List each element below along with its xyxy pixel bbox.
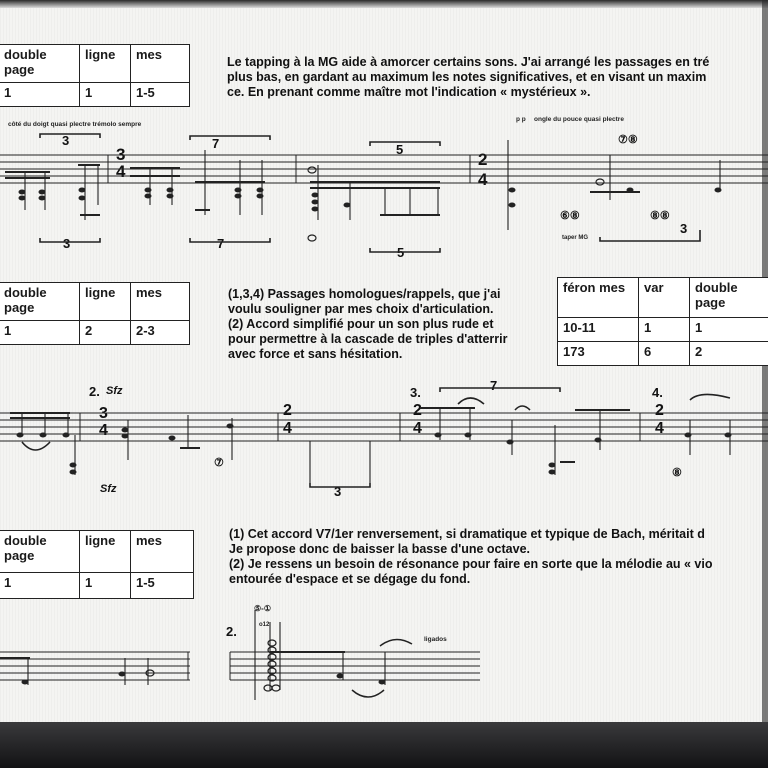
table-header-cell: ligne — [79, 44, 131, 83]
score-annotation-right: ongle du pouce quasi plectre — [534, 116, 624, 123]
table-cell: 6 — [638, 341, 690, 366]
table-cell: 2 — [79, 320, 131, 345]
table-cell: 1 — [0, 320, 80, 345]
sfz-dynamic-low: Sfz — [100, 483, 117, 495]
string-number: ⑧ — [672, 467, 682, 479]
pp-dynamic: p p — [516, 116, 526, 123]
table-cell: 1 — [0, 82, 80, 107]
monitor-bezel-bottom — [0, 722, 768, 768]
tuplet-number: 3 — [63, 236, 71, 251]
commentary-paragraph-3: (1) Cet accord V7/1er renversement, si d… — [229, 527, 713, 586]
tuplet-number: 7 — [490, 378, 498, 393]
table-header-cell: double page — [0, 282, 80, 321]
tuplet-number: 7 — [217, 236, 225, 251]
table-header-cell: double page — [0, 530, 80, 573]
time-signature-den: 4 — [413, 420, 422, 437]
table-cell: 2-3 — [130, 320, 190, 345]
fret-position: o12 — [259, 622, 270, 628]
tuplet-number: 7 — [212, 136, 220, 151]
table-cell: 2 — [689, 341, 768, 366]
string-number: ⑦⑧ — [618, 134, 638, 146]
table-header-cell: double page — [0, 44, 80, 83]
time-signature-den: 4 — [283, 420, 292, 437]
passage-mark: 2. — [226, 624, 237, 639]
ligados-annotation: ligados — [424, 636, 447, 643]
string-number: ⑥⑧ — [560, 210, 580, 222]
tuplet-number: 3 — [62, 133, 70, 148]
table-header-cell: var — [638, 277, 690, 318]
tuplet-number: 3 — [680, 221, 688, 236]
time-signature-den: 4 — [99, 422, 108, 439]
passage-mark: 4. — [652, 385, 663, 400]
table-cell: 1 — [79, 572, 131, 599]
time-signature-den: 4 — [478, 170, 488, 189]
music-staff-1 — [0, 133, 768, 253]
tuplet-number: 5 — [396, 142, 404, 157]
table-header-cell: mes — [130, 282, 190, 321]
tuplet-number: 3 — [334, 484, 342, 499]
time-signature-num: 2 — [478, 150, 488, 169]
time-signature-den: 4 — [116, 162, 126, 181]
table-cell: 1 — [638, 317, 690, 342]
table-header-cell: mes — [130, 530, 194, 573]
passage-mark: 3. — [410, 385, 421, 400]
monitor-bezel-top — [0, 0, 768, 8]
music-staff-3 — [0, 610, 480, 700]
score-annotation-left: côté du doigt quasi plectre trémolo semp… — [8, 121, 142, 128]
table-cell: 10-11 — [557, 317, 639, 342]
table-header-cell: double page — [689, 277, 768, 318]
table-cell: 1 — [0, 572, 80, 599]
table-header-cell: féron mes — [557, 277, 639, 318]
commentary-paragraph-2: (1,3,4) Passages homologues/rappels, que… — [228, 287, 508, 361]
reference-table-2: double page ligne mes 1 2 2-3 — [0, 282, 190, 345]
table-cell: 1-5 — [130, 572, 194, 599]
reference-table-4: double page ligne mes 1 1 1-5 — [0, 530, 194, 599]
commentary-paragraph-1: Le tapping à la MG aide à amorcer certai… — [227, 55, 710, 99]
table-cell: 1-5 — [130, 82, 190, 107]
string-range: ⑤-① — [254, 604, 272, 613]
string-number: ⑦ — [214, 457, 224, 469]
time-signature-den: 4 — [655, 420, 664, 437]
table-header-cell: ligne — [79, 530, 131, 573]
time-signature-num: 2 — [283, 402, 292, 419]
time-signature-num: 2 — [655, 402, 664, 419]
table-cell: 1 — [79, 82, 131, 107]
table-cell: 173 — [557, 341, 639, 366]
passage-mark: 2. — [89, 384, 100, 399]
taper-annotation: taper MG — [562, 235, 589, 241]
time-signature-num: 2 — [413, 402, 422, 419]
document-screen: double page ligne mes 1 1 1-5 Le tapping… — [0, 0, 768, 722]
string-number: ⑧⑧ — [650, 210, 670, 222]
table-header-cell: mes — [130, 44, 190, 83]
sfz-dynamic: Sfz — [106, 385, 123, 397]
music-staff-2 — [0, 387, 768, 488]
table-header-cell: ligne — [79, 282, 131, 321]
reference-table-3: féron mes var double page 10-11 1 1 173 … — [557, 277, 768, 366]
reference-table-1: double page ligne mes 1 1 1-5 — [0, 44, 190, 107]
table-cell: 1 — [689, 317, 768, 342]
